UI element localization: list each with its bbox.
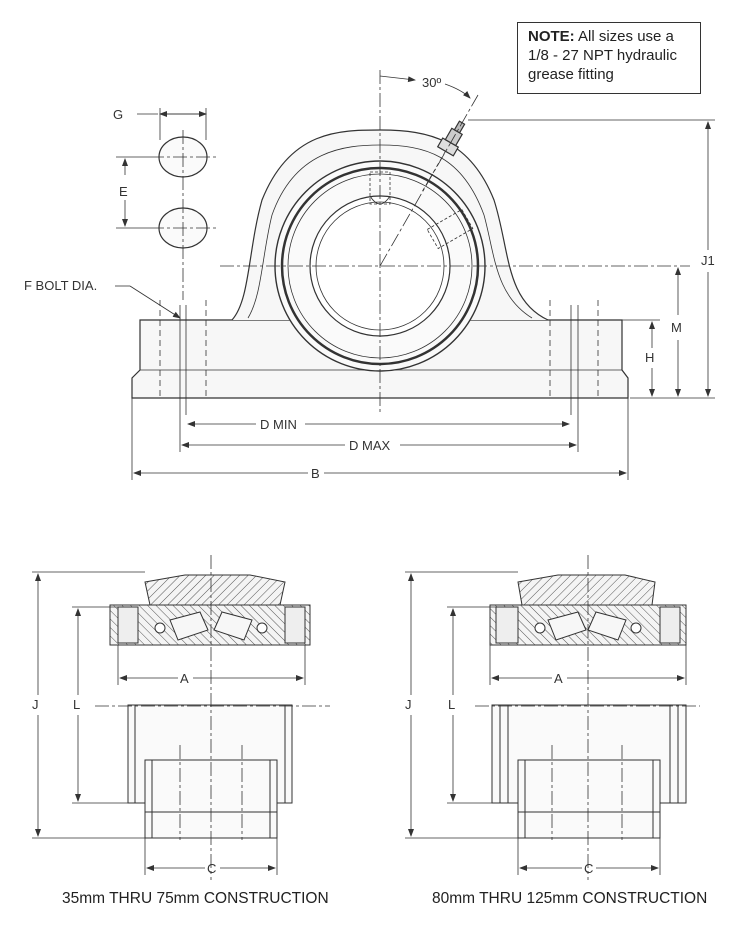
note-title: NOTE:: [528, 28, 575, 45]
dim-dmax-label: D MAX: [349, 438, 391, 453]
right-dim-l-label: L: [448, 697, 455, 712]
right-dim-c-label: C: [584, 861, 593, 876]
pillow-block-front-view: [131, 120, 629, 415]
right-dim-a-label: A: [554, 671, 563, 686]
dim-b-label: B: [311, 466, 320, 481]
section-small-center-lines: [95, 555, 330, 880]
note-line-2: 1/8 - 27 NPT hydraulic: [528, 47, 677, 64]
dim-j1-label: J1: [701, 253, 715, 268]
dim-m-label: M: [671, 320, 682, 335]
dim-e-label: E: [119, 184, 128, 199]
note-line-3: grease fitting: [528, 66, 614, 83]
left-dim-a-label: A: [180, 671, 189, 686]
section-view-large: [489, 574, 687, 839]
right-section-caption: 80mm THRU 125mm CONSTRUCTION: [432, 890, 708, 907]
section-small-dimension-lines: [32, 571, 306, 875]
top-center-lines: [150, 70, 690, 415]
section-large-dimension-lines: [405, 571, 687, 875]
dim-f-label: F BOLT DIA.: [24, 278, 97, 293]
housing-cap-section: [144, 574, 286, 606]
left-dim-j-label: J: [32, 697, 39, 712]
left-dim-c-label: C: [207, 861, 216, 876]
left-dim-l-label: L: [73, 697, 80, 712]
section-large-center-lines: [475, 555, 700, 880]
dim-dmin-label: D MIN: [260, 417, 297, 432]
angle-label: 30º: [422, 75, 441, 90]
left-section-caption: 35mm THRU 75mm CONSTRUCTION: [62, 890, 329, 907]
section-view-small: [109, 574, 311, 839]
right-dim-j-label: J: [405, 697, 412, 712]
dim-g-label: G: [113, 107, 123, 122]
dim-h-label: H: [645, 350, 654, 365]
note-box: NOTE: All sizes use a 1/8 - 27 NPT hydra…: [517, 22, 701, 94]
housing-cap-section-large: [517, 574, 656, 606]
top-dimension-lines: [115, 75, 715, 480]
note-line-1: All sizes use a: [578, 28, 674, 45]
